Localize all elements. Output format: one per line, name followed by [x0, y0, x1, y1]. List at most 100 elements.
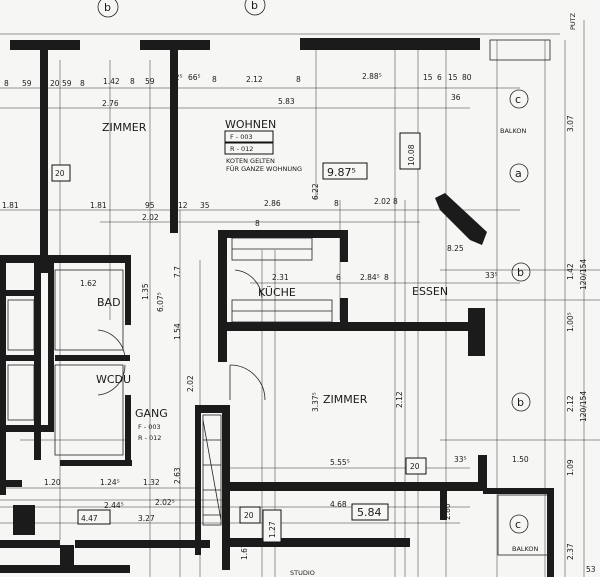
svg-text:36: 36 — [451, 93, 461, 102]
svg-text:35: 35 — [200, 201, 210, 210]
svg-text:120/154: 120/154 — [579, 391, 588, 422]
room-label-studio: STUDIO — [290, 569, 315, 577]
svg-text:F - 003: F - 003 — [230, 133, 253, 141]
svg-text:2.80: 2.80 — [443, 503, 452, 520]
svg-text:53: 53 — [586, 565, 596, 574]
svg-text:6.22: 6.22 — [311, 183, 320, 200]
svg-text:1.35: 1.35 — [141, 283, 150, 300]
room-label-balkon-top: BALKON — [500, 127, 527, 135]
svg-text:8: 8 — [393, 197, 398, 206]
axis-marker: a — [509, 163, 529, 183]
svg-text:7.7: 7.7 — [173, 266, 182, 278]
svg-text:c: c — [515, 93, 521, 106]
svg-text:1.67: 1.67 — [240, 543, 249, 560]
svg-text:15: 15 — [423, 73, 433, 82]
boxed-value: 4.47 — [81, 514, 98, 523]
boxed-value: 5.84 — [357, 506, 382, 519]
svg-text:2.63: 2.63 — [173, 467, 182, 484]
axis-marker: b — [511, 392, 531, 412]
svg-text:c: c — [515, 518, 521, 531]
boxed-value: 20 — [55, 169, 65, 178]
svg-text:1.62: 1.62 — [80, 279, 97, 288]
svg-text:8: 8 — [4, 79, 9, 88]
svg-text:2.02: 2.02 — [186, 375, 195, 392]
svg-text:b: b — [517, 396, 524, 409]
svg-text:2.12: 2.12 — [395, 391, 404, 408]
svg-text:2.44⁵: 2.44⁵ — [104, 501, 124, 510]
boxed-value: 1.27 — [268, 521, 277, 538]
svg-text:2.37: 2.37 — [566, 543, 575, 560]
svg-text:5.55⁵: 5.55⁵ — [330, 458, 350, 467]
svg-text:59: 59 — [145, 77, 155, 86]
svg-text:PUTZ: PUTZ — [569, 12, 577, 30]
svg-text:R - 012: R - 012 — [230, 145, 253, 153]
svg-text:59: 59 — [22, 79, 32, 88]
svg-text:2.76: 2.76 — [102, 99, 119, 108]
svg-text:3.27: 3.27 — [138, 514, 155, 523]
room-label-balkon-bottom: BALKON — [512, 545, 539, 553]
room-label-wohnen: WOHNEN — [225, 118, 276, 131]
svg-text:8: 8 — [80, 79, 85, 88]
svg-text:1.00⁵: 1.00⁵ — [566, 312, 575, 332]
room-label-zimmer-mid: ZIMMER — [323, 393, 368, 406]
room-label-gang: GANG — [135, 407, 168, 420]
axis-markers: b b c a b b c — [97, 0, 531, 534]
svg-text:1.50: 1.50 — [512, 455, 529, 464]
svg-text:8: 8 — [212, 75, 217, 84]
svg-text:2.84⁵: 2.84⁵ — [360, 273, 380, 282]
svg-text:95: 95 — [145, 201, 155, 210]
room-labels: ZIMMER WOHNEN KÜCHE ESSEN BAD WCDU GANG … — [96, 118, 539, 577]
svg-text:1.42: 1.42 — [566, 263, 575, 280]
svg-text:3.07: 3.07 — [566, 115, 575, 132]
svg-text:33⁵: 33⁵ — [454, 455, 467, 464]
boxed-value: 20 — [244, 511, 254, 520]
svg-text:8.25: 8.25 — [447, 244, 464, 253]
svg-text:6: 6 — [336, 273, 341, 282]
svg-text:8: 8 — [334, 199, 339, 208]
svg-text:12: 12 — [178, 201, 188, 210]
room-label-essen: ESSEN — [412, 285, 448, 298]
svg-text:66⁵: 66⁵ — [188, 73, 201, 82]
axis-marker: b — [511, 262, 531, 282]
boxed-value: 10.08 — [407, 144, 416, 166]
svg-text:5.83: 5.83 — [278, 97, 295, 106]
svg-text:20: 20 — [50, 79, 60, 88]
svg-text:1.24⁵: 1.24⁵ — [100, 478, 120, 487]
svg-text:2.02: 2.02 — [374, 197, 391, 206]
svg-text:120/154: 120/154 — [579, 259, 588, 290]
svg-text:2.31: 2.31 — [272, 273, 289, 282]
svg-text:12⁵: 12⁵ — [170, 73, 183, 82]
svg-text:1.81: 1.81 — [90, 201, 107, 210]
boxed-value: 9.87⁵ — [327, 166, 356, 179]
svg-text:b: b — [104, 1, 111, 14]
svg-text:2.86: 2.86 — [264, 199, 281, 208]
room-label-zimmer-top: ZIMMER — [102, 121, 147, 134]
svg-text:4.68: 4.68 — [330, 500, 347, 509]
axis-marker: b — [244, 0, 266, 16]
svg-text:b: b — [251, 0, 258, 12]
svg-text:1.81: 1.81 — [2, 201, 19, 210]
fixtures — [7, 39, 551, 556]
svg-text:2.12: 2.12 — [246, 75, 263, 84]
svg-text:F - 003: F - 003 — [138, 423, 161, 431]
room-label-bad: BAD — [97, 296, 121, 309]
boxed-values: 9.87⁵ 10.08 5.84 20 20 20 4.47 1.27 — [51, 132, 427, 543]
svg-text:KOTEN GELTEN: KOTEN GELTEN — [226, 157, 275, 165]
svg-text:FÜR GANZE WOHNUNG: FÜR GANZE WOHNUNG — [226, 164, 302, 173]
svg-text:R - 012: R - 012 — [138, 434, 161, 442]
axis-marker: c — [509, 89, 529, 109]
svg-text:2.02: 2.02 — [142, 213, 159, 222]
dimension-labels: 8 59 20 59 8 1.42 8 59 12⁵ 66⁵ 8 2.12 8 … — [2, 72, 596, 574]
svg-text:1.32: 1.32 — [143, 478, 160, 487]
svg-text:2.02⁵: 2.02⁵ — [155, 498, 175, 507]
svg-text:a: a — [515, 167, 522, 180]
svg-text:8: 8 — [255, 219, 260, 228]
svg-text:1.54: 1.54 — [173, 323, 182, 340]
svg-text:2.12: 2.12 — [566, 395, 575, 412]
svg-text:8: 8 — [384, 273, 389, 282]
svg-text:2.88⁵: 2.88⁵ — [362, 72, 382, 81]
axis-marker: b — [97, 0, 119, 18]
svg-text:8: 8 — [296, 75, 301, 84]
svg-text:80: 80 — [462, 73, 472, 82]
